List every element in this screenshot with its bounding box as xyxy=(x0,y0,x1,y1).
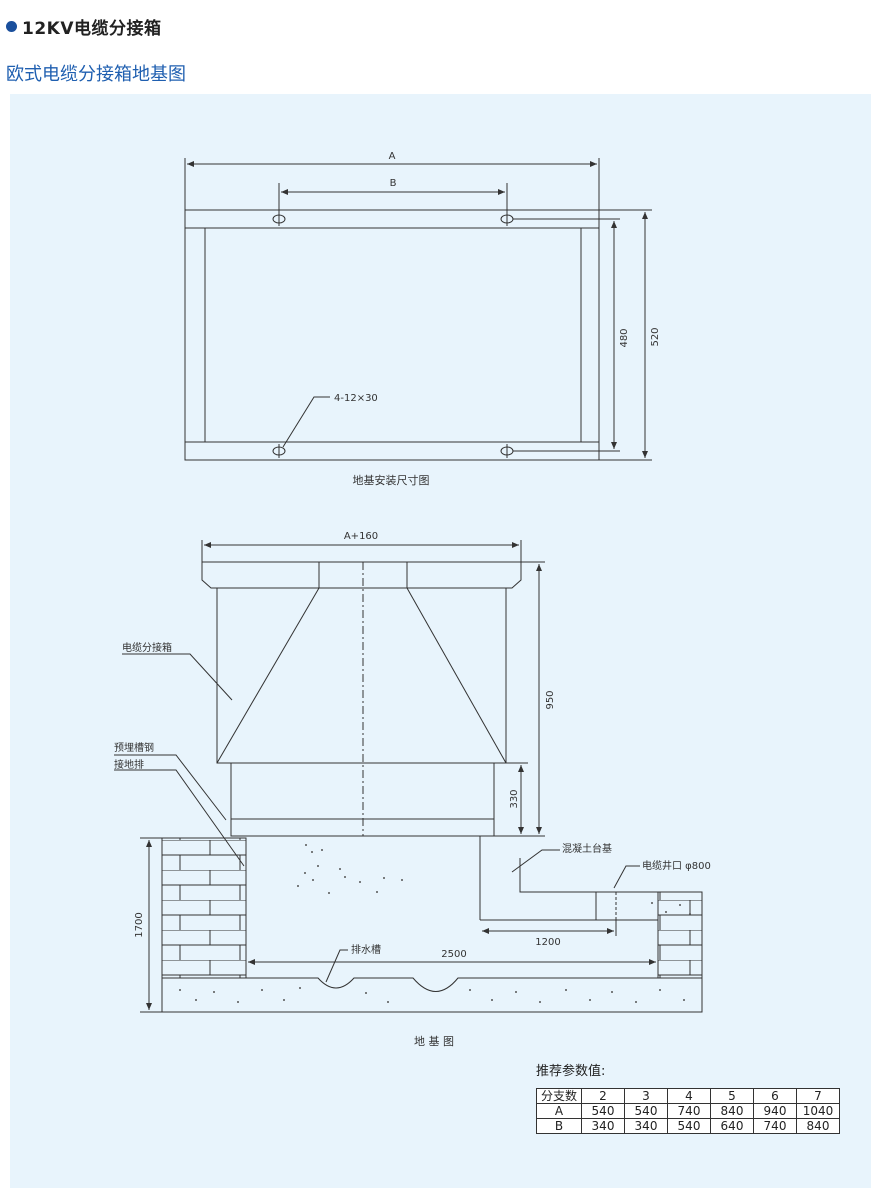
dim-480-label: 480 xyxy=(619,328,630,347)
section-caption: 地 基 图 xyxy=(414,1035,454,1048)
table-cell: 7 xyxy=(796,1088,840,1104)
table-cell: 640 xyxy=(710,1118,754,1134)
table-cell: 840 xyxy=(796,1118,840,1134)
table-cell: A xyxy=(536,1103,582,1119)
plan-caption: 地基安装尺寸图 xyxy=(353,473,430,487)
concrete-speckles xyxy=(179,844,691,1003)
label-concrete-base: 混凝土台基 xyxy=(562,842,612,855)
table-cell: 5 xyxy=(710,1088,754,1104)
plan-view xyxy=(184,158,652,461)
params-title: 推荐参数值: xyxy=(536,1064,606,1079)
label-grounding-bar: 接地排 xyxy=(114,758,144,771)
bullet-icon xyxy=(6,21,17,32)
label-cable-box: 电缆分接箱 xyxy=(122,641,172,654)
outer-frame xyxy=(184,209,600,461)
page-subtitle: 欧式电缆分接箱地基图 xyxy=(6,64,186,85)
table-cell: 940 xyxy=(753,1103,797,1119)
dim-2500-label: 2500 xyxy=(441,949,466,960)
left-brick-wall xyxy=(161,837,247,979)
table-row: A 540 540 740 840 940 1040 xyxy=(536,1103,840,1119)
table-cell: 540 xyxy=(624,1103,668,1119)
table-cell: 4 xyxy=(667,1088,711,1104)
dim-b-label: B xyxy=(390,178,397,189)
page-title: 12KV电缆分接箱 xyxy=(22,19,162,39)
dim-950-label: 950 xyxy=(545,690,556,709)
dim-top-label: A+160 xyxy=(344,531,378,542)
table-cell: 3 xyxy=(624,1088,668,1104)
table-cell: 340 xyxy=(624,1118,668,1134)
label-channel-steel: 预埋槽钢 xyxy=(114,741,154,754)
table-row: B 340 340 540 640 740 840 xyxy=(536,1118,840,1134)
label-drain: 排水槽 xyxy=(351,943,381,956)
table-cell: 840 xyxy=(710,1103,754,1119)
foundation-outline xyxy=(114,653,703,1013)
table-cell: B xyxy=(536,1118,582,1134)
table-cell: 分支数 xyxy=(536,1088,582,1104)
table-cell: 540 xyxy=(667,1118,711,1134)
table-row: 分支数 2 3 4 5 6 7 xyxy=(536,1088,840,1104)
dim-a-label: A xyxy=(389,151,396,162)
hole-spec-label: 4-12×30 xyxy=(334,393,378,404)
label-cable-well: 电缆井口 φ800 xyxy=(642,859,711,872)
table-cell: 340 xyxy=(581,1118,625,1134)
params-table: 分支数 2 3 4 5 6 7 A 540 540 740 840 940 10… xyxy=(536,1088,840,1134)
dim-330-label: 330 xyxy=(509,789,520,808)
table-cell: 540 xyxy=(581,1103,625,1119)
section-header: 12KV电缆分接箱 xyxy=(6,14,162,39)
mounting-hole-icon xyxy=(272,212,514,458)
table-cell: 6 xyxy=(753,1088,797,1104)
cable-box-body xyxy=(216,587,507,764)
table-cell: 1040 xyxy=(796,1103,840,1119)
dim-1200-label: 1200 xyxy=(535,937,560,948)
inner-frame xyxy=(204,227,582,443)
table-cell: 740 xyxy=(667,1103,711,1119)
dim-520-label: 520 xyxy=(650,327,661,346)
concrete-base xyxy=(161,977,703,1013)
section-view xyxy=(201,540,545,837)
dim-1700-label: 1700 xyxy=(134,912,145,937)
diagram-panel xyxy=(10,94,871,1188)
table-cell: 740 xyxy=(753,1118,797,1134)
table-cell: 2 xyxy=(581,1088,625,1104)
